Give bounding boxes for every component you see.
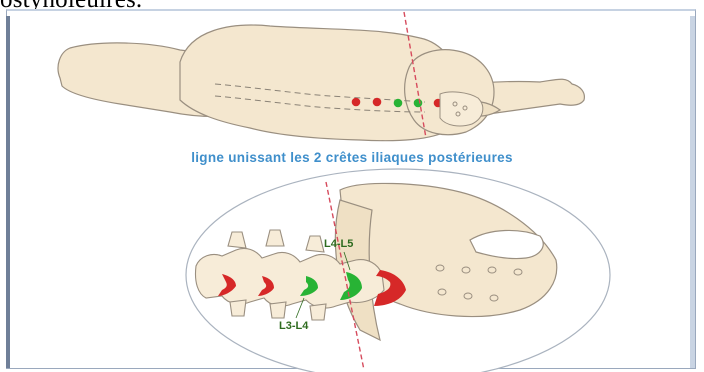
label-l3-l4: L3-L4 xyxy=(279,320,308,332)
vertebra-marker-green-1 xyxy=(394,99,403,108)
vertebra-marker-green-2 xyxy=(414,99,423,108)
patient-lateral-view xyxy=(58,25,584,141)
sacrum-sketch-top xyxy=(440,92,483,126)
vertebra-marker-red-2 xyxy=(373,98,382,107)
vertebra-marker-red-1 xyxy=(352,98,361,107)
figure-caption: ligne unissant les 2 crêtes iliaques pos… xyxy=(0,150,704,165)
label-l4-l5: L4-L5 xyxy=(324,238,353,250)
